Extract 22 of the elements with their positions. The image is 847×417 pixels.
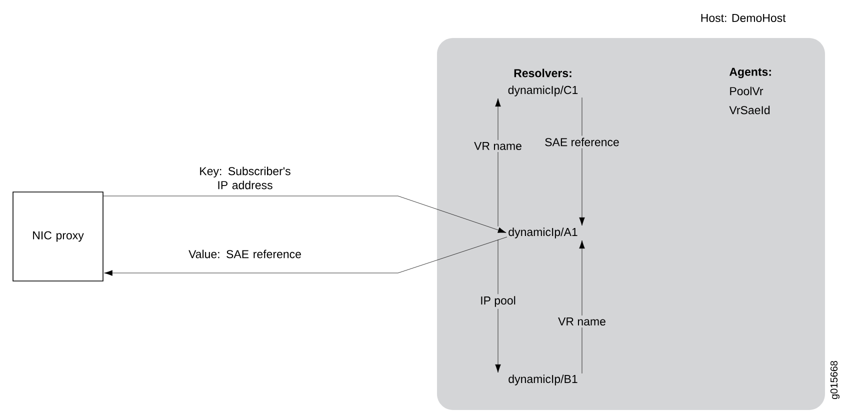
edge-label: Key: Subscriber's IP address (200, 166, 290, 190)
edge-label: SAE reference (542, 136, 622, 148)
resolver-label: dynamicIp/A1 (508, 228, 578, 238)
arrow (579, 240, 585, 374)
agent-name: PoolVr (730, 86, 764, 96)
arrow (495, 239, 501, 373)
node-label: Host: DemoHost (701, 14, 786, 22)
edge-label: IP pool (478, 294, 518, 309)
resolver-label: dynamicIp/B1 (508, 374, 578, 386)
arrow (579, 97, 585, 226)
resolver-label: dynamicIp/C1 (508, 86, 578, 96)
edge-label: VR name (556, 315, 608, 328)
edge-label: Value: SAE reference (188, 250, 301, 258)
edge-label: VR name (472, 140, 524, 152)
arrow (104, 236, 508, 276)
heading: Agents: (729, 68, 771, 78)
agent-name: VrSaeId (729, 106, 770, 114)
arrow (495, 98, 501, 227)
heading: Resolvers: (514, 68, 572, 78)
process-box: NIC proxy (12, 192, 104, 282)
arrow (103, 196, 506, 233)
figure-id: g015668 (830, 360, 840, 400)
